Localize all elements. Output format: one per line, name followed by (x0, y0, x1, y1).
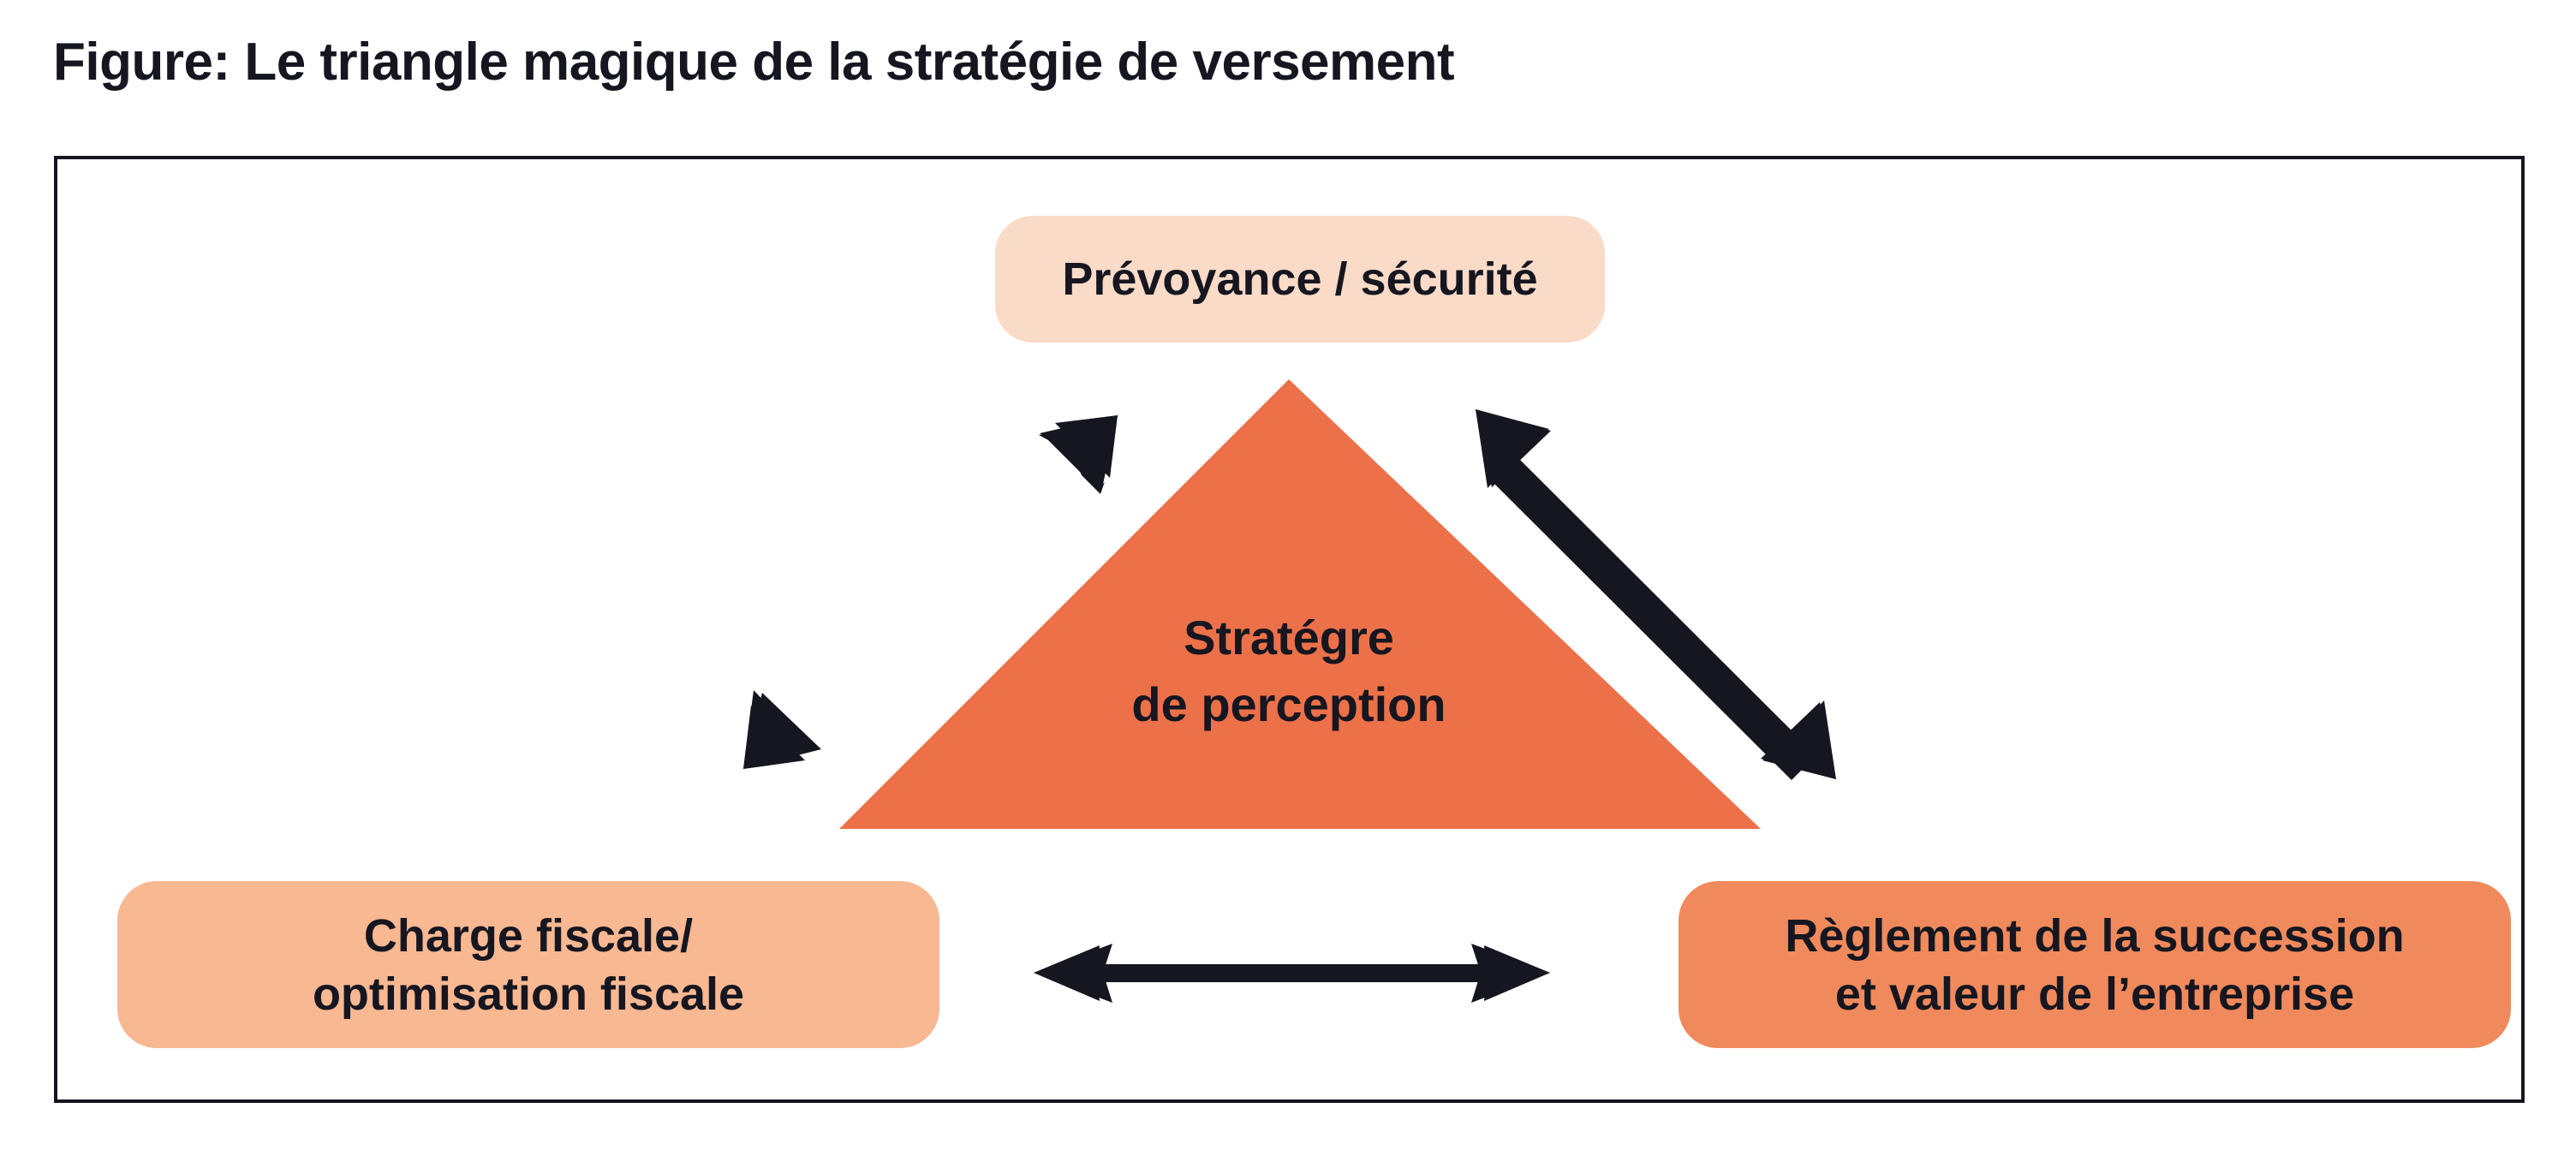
arrow-top-right-diagonal (1476, 409, 1836, 780)
node-top-label: Prévoyance / sécurité (1062, 253, 1538, 305)
arrow-bottom-horizontal (1034, 944, 1550, 1003)
node-reglement-succession[interactable]: Règlement de la succession et valeur de … (1679, 881, 2511, 1048)
strategy-triangle (839, 379, 1761, 829)
node-bottom-right-label-line-2: et valeur de l’entreprise (1834, 968, 2355, 1020)
node-bottom-left-label-line-1: Charge fiscale/ (363, 909, 694, 962)
figure-caption: Figure: Le triangle magique de la straté… (53, 33, 1455, 92)
arrow-top-left-diagonal (743, 415, 1118, 769)
node-bottom-right-label-line-1: Règlement de la succession (1785, 909, 2405, 962)
node-charge-fiscale[interactable]: Charge fiscale/ optimisation fiscale (117, 881, 939, 1048)
node-bottom-left-label-line-2: optimisation fiscale (312, 968, 745, 1020)
node-prevoyance-securite[interactable]: Prévoyance / sécurité (995, 216, 1605, 343)
